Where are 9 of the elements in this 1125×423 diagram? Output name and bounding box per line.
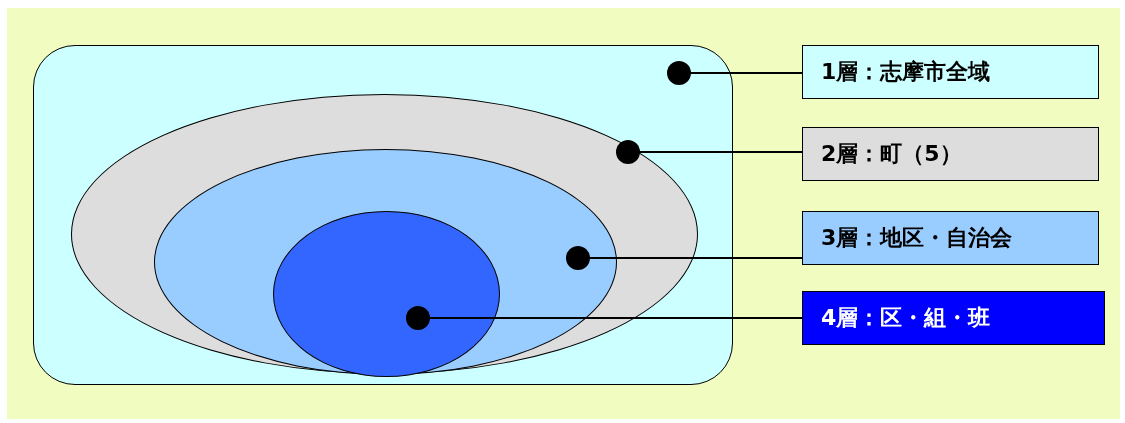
layer-label: 2層：町（5） [802,127,1099,181]
layer-region [33,45,733,385]
layer-label: 3層：地区・自治会 [802,211,1099,265]
leader-line [406,306,803,330]
leader-line [566,246,803,270]
layer-label: 1層：志摩市全域 [802,45,1099,99]
leader-line [667,61,803,85]
layer-label: 4層：区・組・班 [802,291,1105,345]
leader-line [616,140,803,164]
